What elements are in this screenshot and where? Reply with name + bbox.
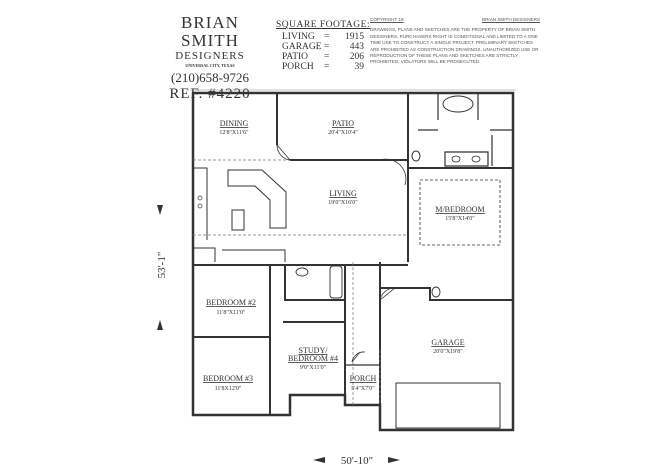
room-dining-size: 12'8"X11'6" — [219, 130, 249, 136]
room-living-name: LIVING — [329, 189, 357, 198]
sqft-row: PATIO = 206 — [276, 52, 370, 62]
room-garage-name: GARAGE — [431, 338, 464, 347]
square-footage-title: SQUARE FOOTAGE: — [276, 20, 371, 30]
room-patio-size: 20'4"X10'4" — [328, 130, 358, 136]
sqft-label: GARAGE — [282, 42, 322, 52]
sqft-row: PORCH = 39 — [276, 62, 370, 72]
sqft-eq: = — [324, 62, 330, 72]
sqft-value: 206 — [349, 52, 364, 62]
sqft-eq: = — [324, 32, 330, 42]
arrow-right-icon — [388, 457, 400, 463]
room-living-size: 19'0"X16'0" — [328, 200, 358, 206]
brand-phone: (210)658-9726 — [171, 70, 249, 85]
depth-label: 53'-1" — [156, 252, 168, 279]
sqft-value: 443 — [349, 42, 364, 52]
width-label: 50'-10" — [341, 455, 373, 467]
room-bedroom2-size: 11'8"X11'0" — [217, 310, 246, 316]
sqft-label: LIVING — [282, 32, 315, 42]
copyright-owner: BRIAN SMITH DESIGNERS — [482, 17, 540, 22]
square-footage-table: SQUARE FOOTAGE: LIVING = 1915 GARAGE= 443 P… — [276, 20, 370, 72]
sqft-eq: = — [324, 52, 330, 62]
arrow-down-icon — [157, 320, 163, 330]
copyright-notice: COPYRIGHT 19 BRIAN SMITH DESIGNERS DRAWIN… — [370, 17, 540, 66]
dimension-depth: 53'-1" — [156, 205, 168, 330]
room-master-name: M/BEDROOM — [435, 205, 484, 214]
sqft-eq: = — [324, 42, 330, 52]
room-porch-name: PORCH — [350, 374, 377, 383]
designer-block: BRIAN SMITH DESIGNERS UNIVERSAL CITY, TE… — [150, 13, 270, 103]
walls — [190, 89, 516, 432]
sqft-value: 1915 — [345, 32, 364, 42]
copyright-year: COPYRIGHT 19 — [370, 17, 404, 22]
room-bedroom3-name: BEDROOM #3 — [203, 374, 253, 383]
dimension-width: 50'-10" — [313, 455, 400, 467]
brand-city: UNIVERSAL CITY, TEXAS — [185, 63, 235, 68]
room-study-name2: BEDROOM #4 — [288, 354, 338, 363]
room-labels: DINING 12'8"X11'6" PATIO 20'4"X10'4" LIV… — [203, 119, 485, 392]
sqft-label: PORCH — [282, 62, 314, 72]
room-dining-name: DINING — [220, 119, 249, 128]
sqft-row: GARAGE= 443 — [276, 42, 370, 52]
brand-name: BRIAN SMITH — [181, 13, 239, 50]
room-bedroom3-size: 11'8X12'0" — [215, 386, 242, 392]
brand-sub: DESIGNERS — [175, 50, 245, 62]
copyright-text: DRAWINGS, PLANS AND SKETCHES ARE THE PRO… — [370, 27, 539, 65]
room-master-size: 15'8"X14'0" — [445, 216, 475, 222]
arrow-up-icon — [157, 205, 163, 215]
room-bedroom2-name: BEDROOM #2 — [206, 298, 256, 307]
sqft-row: LIVING = 1915 — [276, 32, 370, 42]
room-garage-size: 20'0"X19'8" — [433, 349, 463, 355]
room-patio-name: PATIO — [332, 119, 354, 128]
arrow-left-icon — [313, 457, 325, 463]
room-porch-size: 5'4"X7'0" — [351, 386, 375, 392]
sqft-value: 39 — [354, 62, 365, 72]
room-study-size: 9'0"X11'0" — [300, 365, 327, 371]
room-study-name: STUDY/ — [299, 346, 329, 355]
sqft-label: PATIO — [282, 52, 309, 62]
